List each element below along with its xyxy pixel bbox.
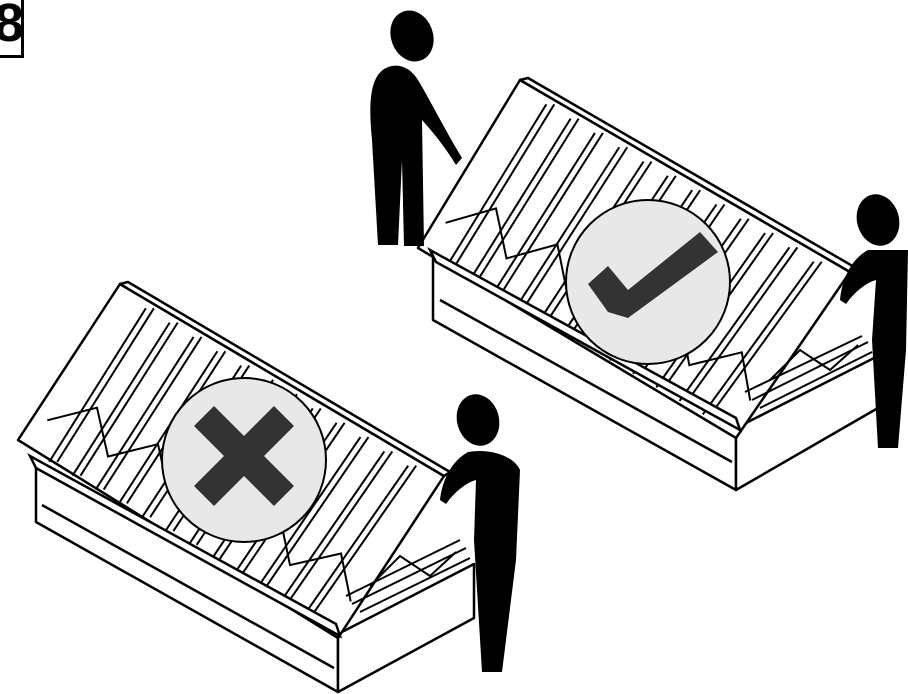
correct-lift-scene	[370, 4, 908, 490]
correct-symbol	[566, 200, 730, 364]
incorrect-lift-scene	[18, 282, 520, 692]
incorrect-symbol	[162, 378, 326, 542]
